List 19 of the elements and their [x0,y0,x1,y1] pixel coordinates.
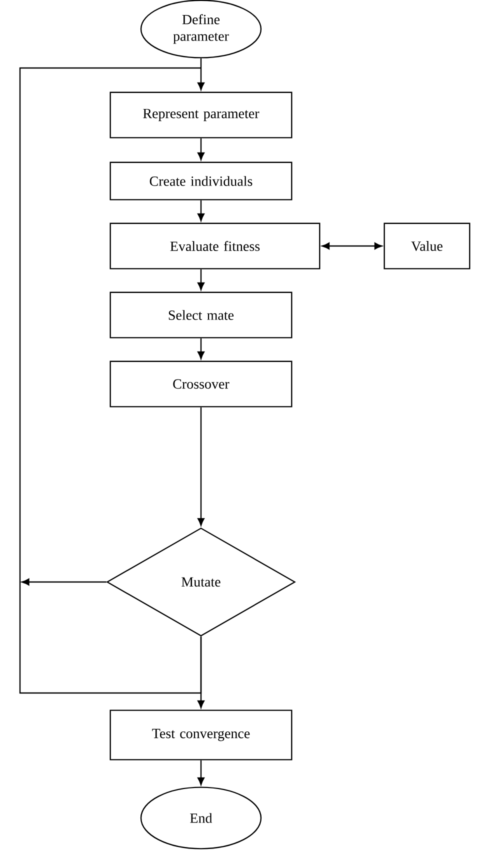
arrow [198,269,204,290]
process-box: Select mate [110,292,292,338]
arrow [198,68,204,90]
connector-line [19,67,202,694]
arrow [198,138,204,160]
arrow [198,200,204,222]
process-box: Represent parameter [110,92,292,138]
process-box: Create individuals [110,162,292,200]
arrow [198,760,204,786]
arrow [198,407,204,526]
process-box: Value [384,222,470,270]
process-box: Test convergence [110,710,292,760]
arrow [22,578,106,586]
connector-line [200,58,202,68]
arrow [322,242,382,250]
arrow [198,338,204,360]
process-box: Evaluate fitness [110,222,320,270]
arrow [198,636,204,708]
process-box: Crossover [110,360,292,408]
